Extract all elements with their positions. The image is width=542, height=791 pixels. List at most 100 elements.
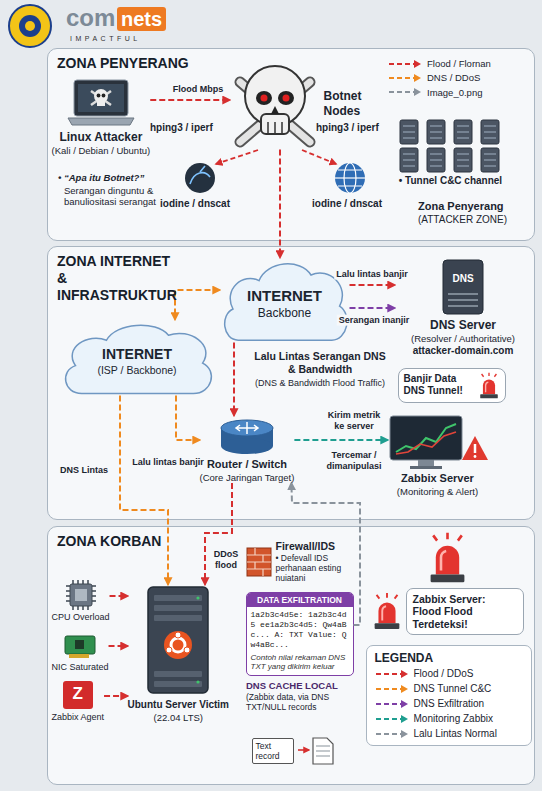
node-text: • Defevall IDS perhanaan esting nuiatani (276, 553, 348, 584)
drawn-rect (154, 605, 202, 611)
drawn-rect (400, 120, 418, 144)
zone-caption: Zona Penyerang (418, 200, 504, 213)
drawn-rect (481, 120, 499, 144)
router-icon (217, 416, 277, 456)
legend-text: Lalu Lintas Normal (414, 728, 497, 740)
node-text: (22.04 LTS) (154, 712, 203, 723)
legend-row: Lalu Lintas Normal (375, 728, 497, 740)
node-text: Text record (256, 741, 290, 761)
drawn-rect (74, 80, 128, 116)
node-text: Banjir Data DNS Tunnel! (404, 373, 474, 397)
drawn-circle (25, 21, 35, 31)
drawn-rect (247, 548, 271, 576)
drawn-rect (69, 654, 89, 658)
drawn-path (448, 294, 478, 306)
botnet-skull: Botnet Nodes (230, 58, 372, 150)
drawn-circle (101, 93, 105, 97)
legend-text: Image_0.png (427, 87, 482, 98)
legend-line-sample (375, 684, 409, 694)
drawn-path (401, 715, 408, 723)
drawn-path (66, 580, 96, 610)
legend-row: Monitoring Zabbix (375, 713, 493, 725)
drawn-line (376, 718, 402, 720)
zabbix-agent: ZZabbix Agent (52, 680, 105, 723)
zone-title: ZONA KORBAN (57, 533, 257, 550)
drawn-path (236, 422, 258, 434)
legend-row: DNS Tunnel C&C (375, 683, 492, 695)
node-text: CPU Overload (52, 612, 110, 623)
legend-text: Flood / Flornan (427, 58, 491, 69)
legend-row: Image_0.png (388, 87, 491, 98)
drawn-rect (410, 466, 442, 469)
drawn-rect (454, 148, 472, 172)
drawn-rect (261, 114, 289, 134)
text-column: NIC Saturated (52, 662, 109, 673)
drawn-path (414, 60, 421, 68)
node-text: DATA EXFILTRATION (247, 593, 353, 607)
legend-text: Flood / DDoS (414, 668, 474, 680)
drawn-path (430, 126, 442, 138)
connector-label: Kirim metrik ke server (321, 410, 387, 432)
drawn-line (376, 688, 402, 690)
drawn-line (389, 63, 415, 65)
icon-box: DNS (441, 258, 485, 316)
legend-text: DNS Exfiltration (414, 698, 485, 710)
icon-box (246, 547, 272, 577)
drawn-rect (154, 671, 202, 677)
text-column: Ubuntu Server Victim(22.04 LTS) (128, 699, 230, 723)
legend-line-sample (375, 714, 409, 724)
icon-box (478, 372, 500, 399)
drawn-circle (19, 15, 41, 37)
victim-zone: ZONA KORBAN CPU OverloadNIC SaturatedZZab… (47, 526, 535, 785)
node-text: (Kali / Debian / Ubuntu) (52, 145, 151, 156)
firewall-ids: Firewall/IDS• Defevall IDS perhanaan est… (246, 540, 348, 584)
cpu-icon: CPU Overload (52, 580, 110, 623)
drawn-polyline (396, 424, 456, 452)
tool-label: iodine / dnscat (312, 198, 382, 210)
drawn-path (401, 670, 408, 678)
drawn-path (484, 126, 496, 138)
node-text: Ubuntu Server Victim (128, 699, 230, 711)
icon-box (142, 585, 214, 697)
text-column: Firewall/IDS• Defevall IDS perhanaan est… (276, 540, 348, 584)
logo-tagline: IMPACTFUL (70, 35, 141, 43)
drawn-circle (164, 631, 192, 659)
node-text: Botnet Nodes (324, 89, 372, 118)
drawn-path (271, 106, 279, 114)
drawn-path (247, 548, 271, 576)
drawn-rect (374, 624, 399, 630)
drawn-rect (63, 681, 93, 709)
drawn-ellipse (278, 91, 294, 105)
drawn-circle (197, 596, 200, 599)
laptop-icon (66, 78, 136, 128)
drawn-rect (427, 148, 445, 172)
drawn-path (457, 126, 469, 138)
drawn-rect (154, 595, 202, 601)
text-column: Linux Attacker(Kali / Debian / Ubuntu) (52, 130, 151, 157)
node-text: Linux Attacker (59, 130, 142, 144)
internet-cloud: INTERNETBackbone (220, 258, 350, 343)
alarm-box: Zabbix Server: Flood Flood Terdeteksi! (372, 588, 524, 636)
victim-server: Ubuntu Server Victim(22.04 LTS) (128, 585, 230, 723)
node-text: Zabbix Server (401, 472, 474, 485)
drawn-path (401, 685, 408, 693)
drawn-circle (9, 5, 51, 47)
node-text: LEGENDA (375, 651, 434, 665)
drawn-rect (427, 120, 445, 144)
drawn-path (403, 154, 415, 166)
monitor-icon (388, 414, 488, 470)
drawn-path (485, 382, 488, 392)
cache-note: (Zabbix data, via DNS TXT/NULL records (246, 692, 354, 712)
drawn-rect (75, 589, 87, 601)
node-text: DNS (452, 273, 473, 285)
drawn-path (401, 700, 408, 708)
tool-label: iodine / dnscat (160, 198, 230, 210)
text-column: Router / Switch(Core Jaringan Target) (200, 458, 295, 484)
drawn-line (389, 77, 415, 79)
drawn-path (403, 126, 415, 138)
drawn-rect (418, 460, 434, 466)
router-switch: Router / Switch(Core Jaringan Target) (200, 416, 295, 484)
drawn-path (224, 263, 346, 339)
connector-label: Flood Mbps (171, 84, 226, 95)
